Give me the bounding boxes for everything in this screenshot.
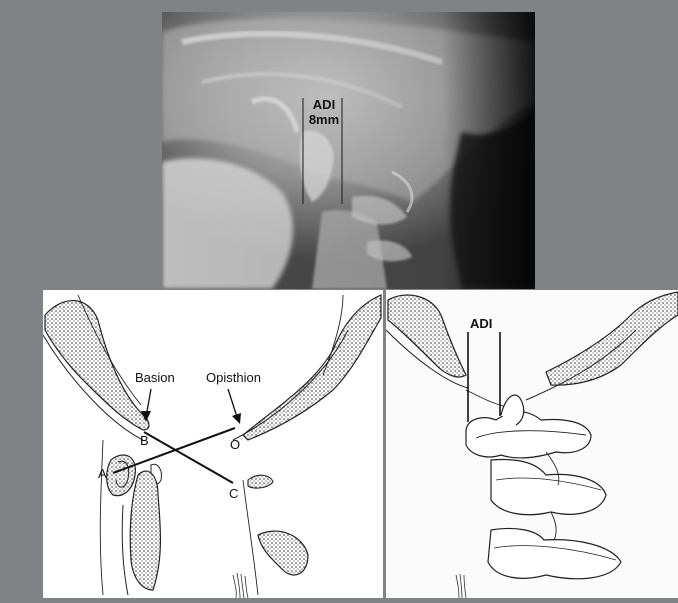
point-c-label: C (229, 486, 238, 501)
skull-bone-right (546, 292, 678, 385)
skull-bone-left (45, 301, 149, 430)
spinous-process (258, 531, 308, 575)
xray-image: ADI 8mm (162, 12, 535, 289)
xray-adi-label: ADI 8mm (305, 97, 343, 127)
point-o-label: O (230, 437, 240, 452)
posterior-arch (248, 475, 273, 488)
atlantodens-interval-diagram: ADI (386, 290, 678, 598)
opisthion-label: Opisthion (206, 370, 261, 385)
adi-label: ADI (470, 316, 492, 331)
adi-title-text: ADI (305, 97, 343, 112)
c3-body (488, 528, 621, 578)
dens-column (130, 471, 160, 590)
basion-label: Basion (135, 370, 175, 385)
skull-bone-left (388, 295, 466, 377)
adi-measurement-text: 8mm (305, 112, 343, 127)
skull-bone-right (243, 295, 381, 440)
occipitocervical-diagram: Basion Opisthion B O A C (43, 290, 383, 598)
line-ao (113, 428, 235, 473)
point-a-label: A (98, 466, 107, 481)
point-b-label: B (140, 433, 149, 448)
